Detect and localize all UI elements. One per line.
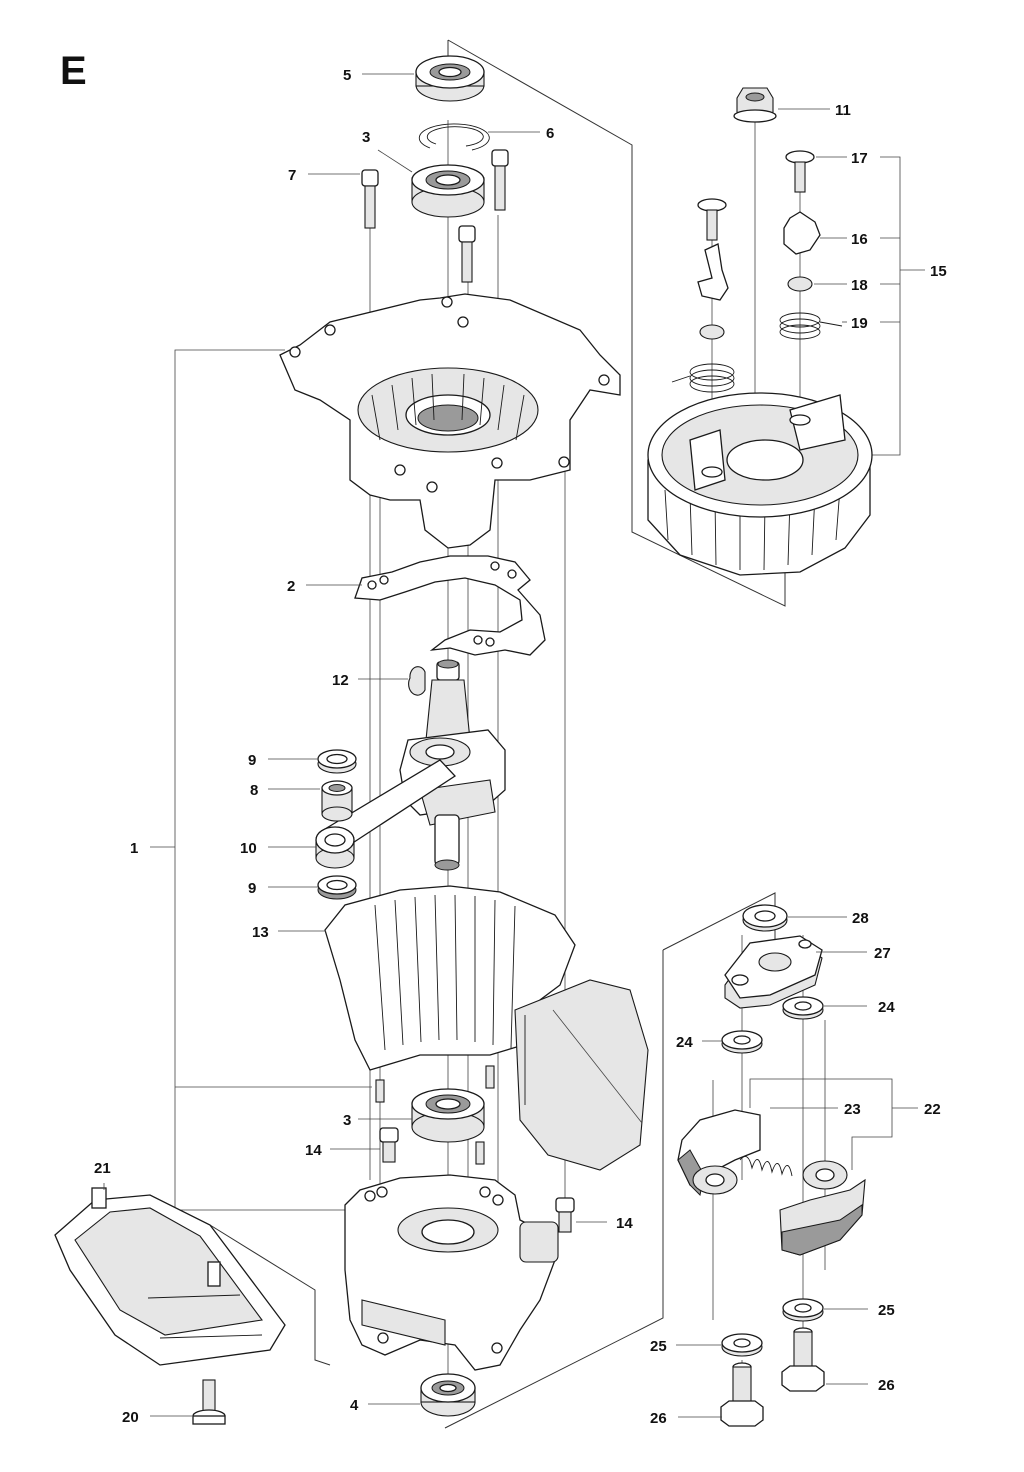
- circlip-6: [418, 123, 490, 151]
- callout-16: 16: [851, 231, 868, 248]
- callout-24-left: 24: [676, 1034, 693, 1051]
- washer-9-lower: [317, 875, 357, 900]
- screw-7-center: [458, 225, 476, 283]
- spring-19: [779, 312, 843, 340]
- callout-13: 13: [252, 924, 269, 941]
- tray-21: [54, 1187, 286, 1366]
- bracket-15: [870, 156, 901, 456]
- woodruff-key-12: [408, 666, 426, 696]
- clutch-shoe-left: [677, 1109, 761, 1197]
- shoulder-bolt-26-right: [781, 1327, 825, 1392]
- seal-4: [420, 1373, 476, 1417]
- callout-1: 1: [130, 840, 138, 857]
- callout-12: 12: [332, 672, 349, 689]
- lower-left-frame: [209, 1224, 331, 1366]
- callout-7: 7: [288, 167, 296, 184]
- callout-25-left: 25: [650, 1338, 667, 1355]
- callout-28: 28: [852, 910, 869, 927]
- flywheel: [647, 392, 873, 576]
- crankcase-lower-half: [344, 1174, 559, 1371]
- bracket-22: [749, 1078, 893, 1170]
- callout-25-right: 25: [878, 1302, 895, 1319]
- callout-5: 5: [343, 67, 351, 84]
- nut-11: [733, 87, 777, 123]
- washer-25-right: [782, 1298, 824, 1322]
- bolt-20: [192, 1379, 226, 1425]
- washer-28: [742, 904, 788, 932]
- callout-17: 17: [851, 150, 868, 167]
- screw-17: [785, 150, 815, 193]
- callout-6: 6: [546, 125, 554, 142]
- callout-9-upper: 9: [248, 752, 256, 769]
- bearing-5: [415, 55, 485, 102]
- callout-2: 2: [287, 578, 295, 595]
- pawl-16-left: [697, 243, 729, 301]
- dowel-pin-lower: [475, 1141, 485, 1165]
- callout-21: 21: [94, 1160, 111, 1177]
- callout-11: 11: [835, 102, 851, 119]
- washer-24-left: [721, 1030, 763, 1054]
- section-letter: E: [60, 49, 87, 93]
- callout-27: 27: [874, 945, 891, 962]
- shoulder-bolt-26-left: [720, 1362, 764, 1427]
- clutch-shoe-right: [779, 1160, 866, 1256]
- callout-3-lower: 3: [343, 1112, 351, 1129]
- callout-4: 4: [350, 1397, 359, 1414]
- washer-18: [787, 276, 813, 292]
- callout-3-upper: 3: [362, 129, 370, 146]
- callout-18: 18: [851, 277, 868, 294]
- callout-9-lower: 9: [248, 880, 256, 897]
- spring-19-left: [671, 363, 735, 393]
- lower-frame: [444, 950, 664, 1429]
- callout-24-right: 24: [878, 999, 895, 1016]
- bearing-3-upper: [411, 164, 485, 218]
- washer-24-right: [782, 996, 824, 1020]
- callout-8: 8: [250, 782, 258, 799]
- callout-23: 23: [844, 1101, 861, 1118]
- screw-17-left: [697, 198, 727, 241]
- callout-19: 19: [851, 315, 868, 332]
- screw-14-right: [555, 1197, 575, 1233]
- bearing-3-lower: [411, 1088, 485, 1143]
- callout-26-left: 26: [650, 1410, 667, 1427]
- connecting-rod-10: [315, 759, 457, 869]
- callout-10: 10: [240, 840, 257, 857]
- callout-15: 15: [930, 263, 947, 280]
- plate-27: [724, 935, 823, 1009]
- washer-9-upper: [317, 749, 357, 774]
- dowel-pin-right: [485, 1065, 495, 1089]
- screw-7-right: [491, 149, 509, 211]
- crankcase-upper-half: [279, 293, 621, 549]
- washer-25-left: [721, 1333, 763, 1357]
- pawl-16: [783, 211, 821, 255]
- callout-22: 22: [924, 1101, 941, 1118]
- bracket-1: [174, 349, 345, 1211]
- washer-18-left: [699, 324, 725, 340]
- clutch-spring-23: [739, 1155, 793, 1177]
- callout-14-left: 14: [305, 1142, 322, 1159]
- clutch-frame: [662, 892, 776, 955]
- cylinder-cover-13: [324, 885, 649, 1171]
- gasket-2: [354, 555, 546, 656]
- screw-14-left: [379, 1127, 399, 1163]
- screw-7-left: [361, 169, 379, 229]
- needle-bearing-8: [321, 780, 353, 822]
- callout-20: 20: [122, 1409, 139, 1426]
- callout-14-right: 14: [616, 1215, 633, 1232]
- dowel-pin-left: [375, 1079, 385, 1103]
- callout-26-right: 26: [878, 1377, 895, 1394]
